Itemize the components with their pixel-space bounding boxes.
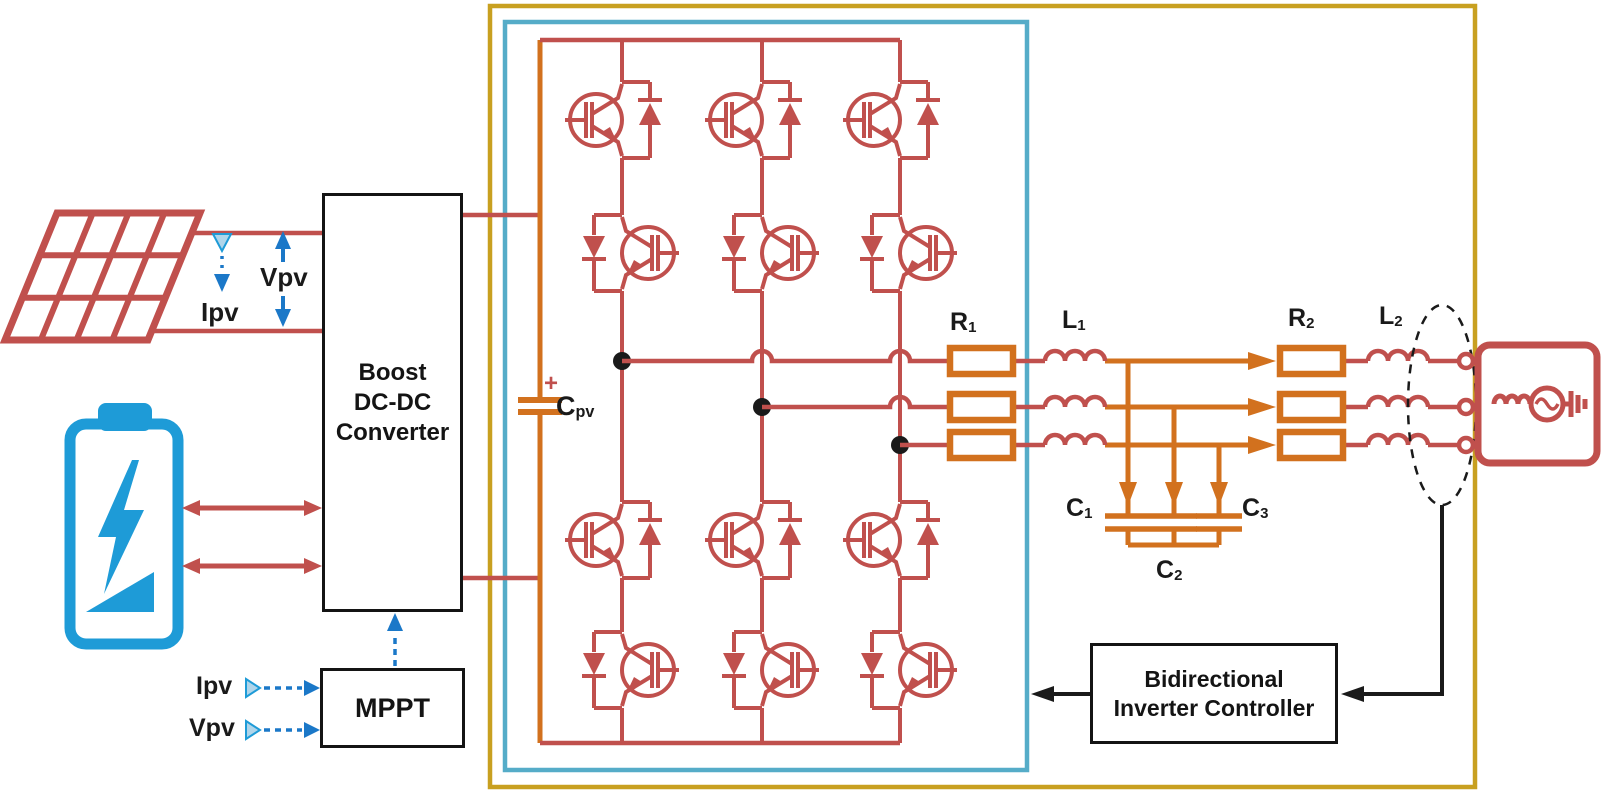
controller-line2: Inverter Controller <box>1113 694 1315 721</box>
l2-inductors <box>1365 348 1431 446</box>
grid-icon <box>1474 341 1601 467</box>
grid-terminals <box>1456 351 1476 455</box>
mppt-vpv-label: Vpv <box>189 714 235 742</box>
l1-label: L1 <box>1062 306 1086 334</box>
boost-dc-wires <box>463 212 540 581</box>
r1-label: R1 <box>950 308 977 336</box>
cpv-capacitor <box>518 397 562 415</box>
pv-panel-icon <box>0 209 206 344</box>
filter-capacitors <box>1105 361 1242 548</box>
l2-label: L2 <box>1379 302 1403 330</box>
boost-line3: Converter <box>335 418 450 446</box>
cpv-plus-sign: + <box>544 370 559 397</box>
vpv-arrow <box>275 231 291 327</box>
battery-icon <box>64 403 184 650</box>
c1-label: C1 <box>1066 494 1093 522</box>
ipv-arrow <box>211 233 233 292</box>
r1-resistors <box>946 344 1017 462</box>
boost-line2: DC-DC <box>353 388 432 416</box>
mppt-box: MPPT <box>320 668 465 748</box>
mppt-arrows <box>245 613 403 741</box>
inverter-border <box>502 19 1030 773</box>
cpv-label: Cpv <box>556 391 595 421</box>
mppt-title: MPPT <box>354 692 430 723</box>
mppt-ipv-label: Ipv <box>196 672 233 700</box>
c2-label: C2 <box>1156 556 1183 584</box>
vpv-pv-label: Vpv <box>260 262 308 292</box>
boost-line1: Boost <box>358 358 427 386</box>
inverter-bridge <box>540 37 959 746</box>
r2-label: R2 <box>1288 304 1315 332</box>
r2-resistors <box>1276 344 1347 462</box>
controller-line1: Bidirectional <box>1144 665 1284 692</box>
c3-label: C3 <box>1242 494 1269 522</box>
feedback-line <box>1341 505 1444 702</box>
boost-converter-box: Boost DC-DC Converter <box>322 193 463 612</box>
phase-lines <box>622 348 1458 454</box>
l1-inductors <box>1042 348 1108 446</box>
controller-output-arrow <box>1031 686 1090 702</box>
ipv-pv-label: Ipv <box>201 297 239 327</box>
battery-arrows <box>182 500 322 574</box>
inverter-controller-box: Bidirectional Inverter Controller <box>1090 643 1338 744</box>
